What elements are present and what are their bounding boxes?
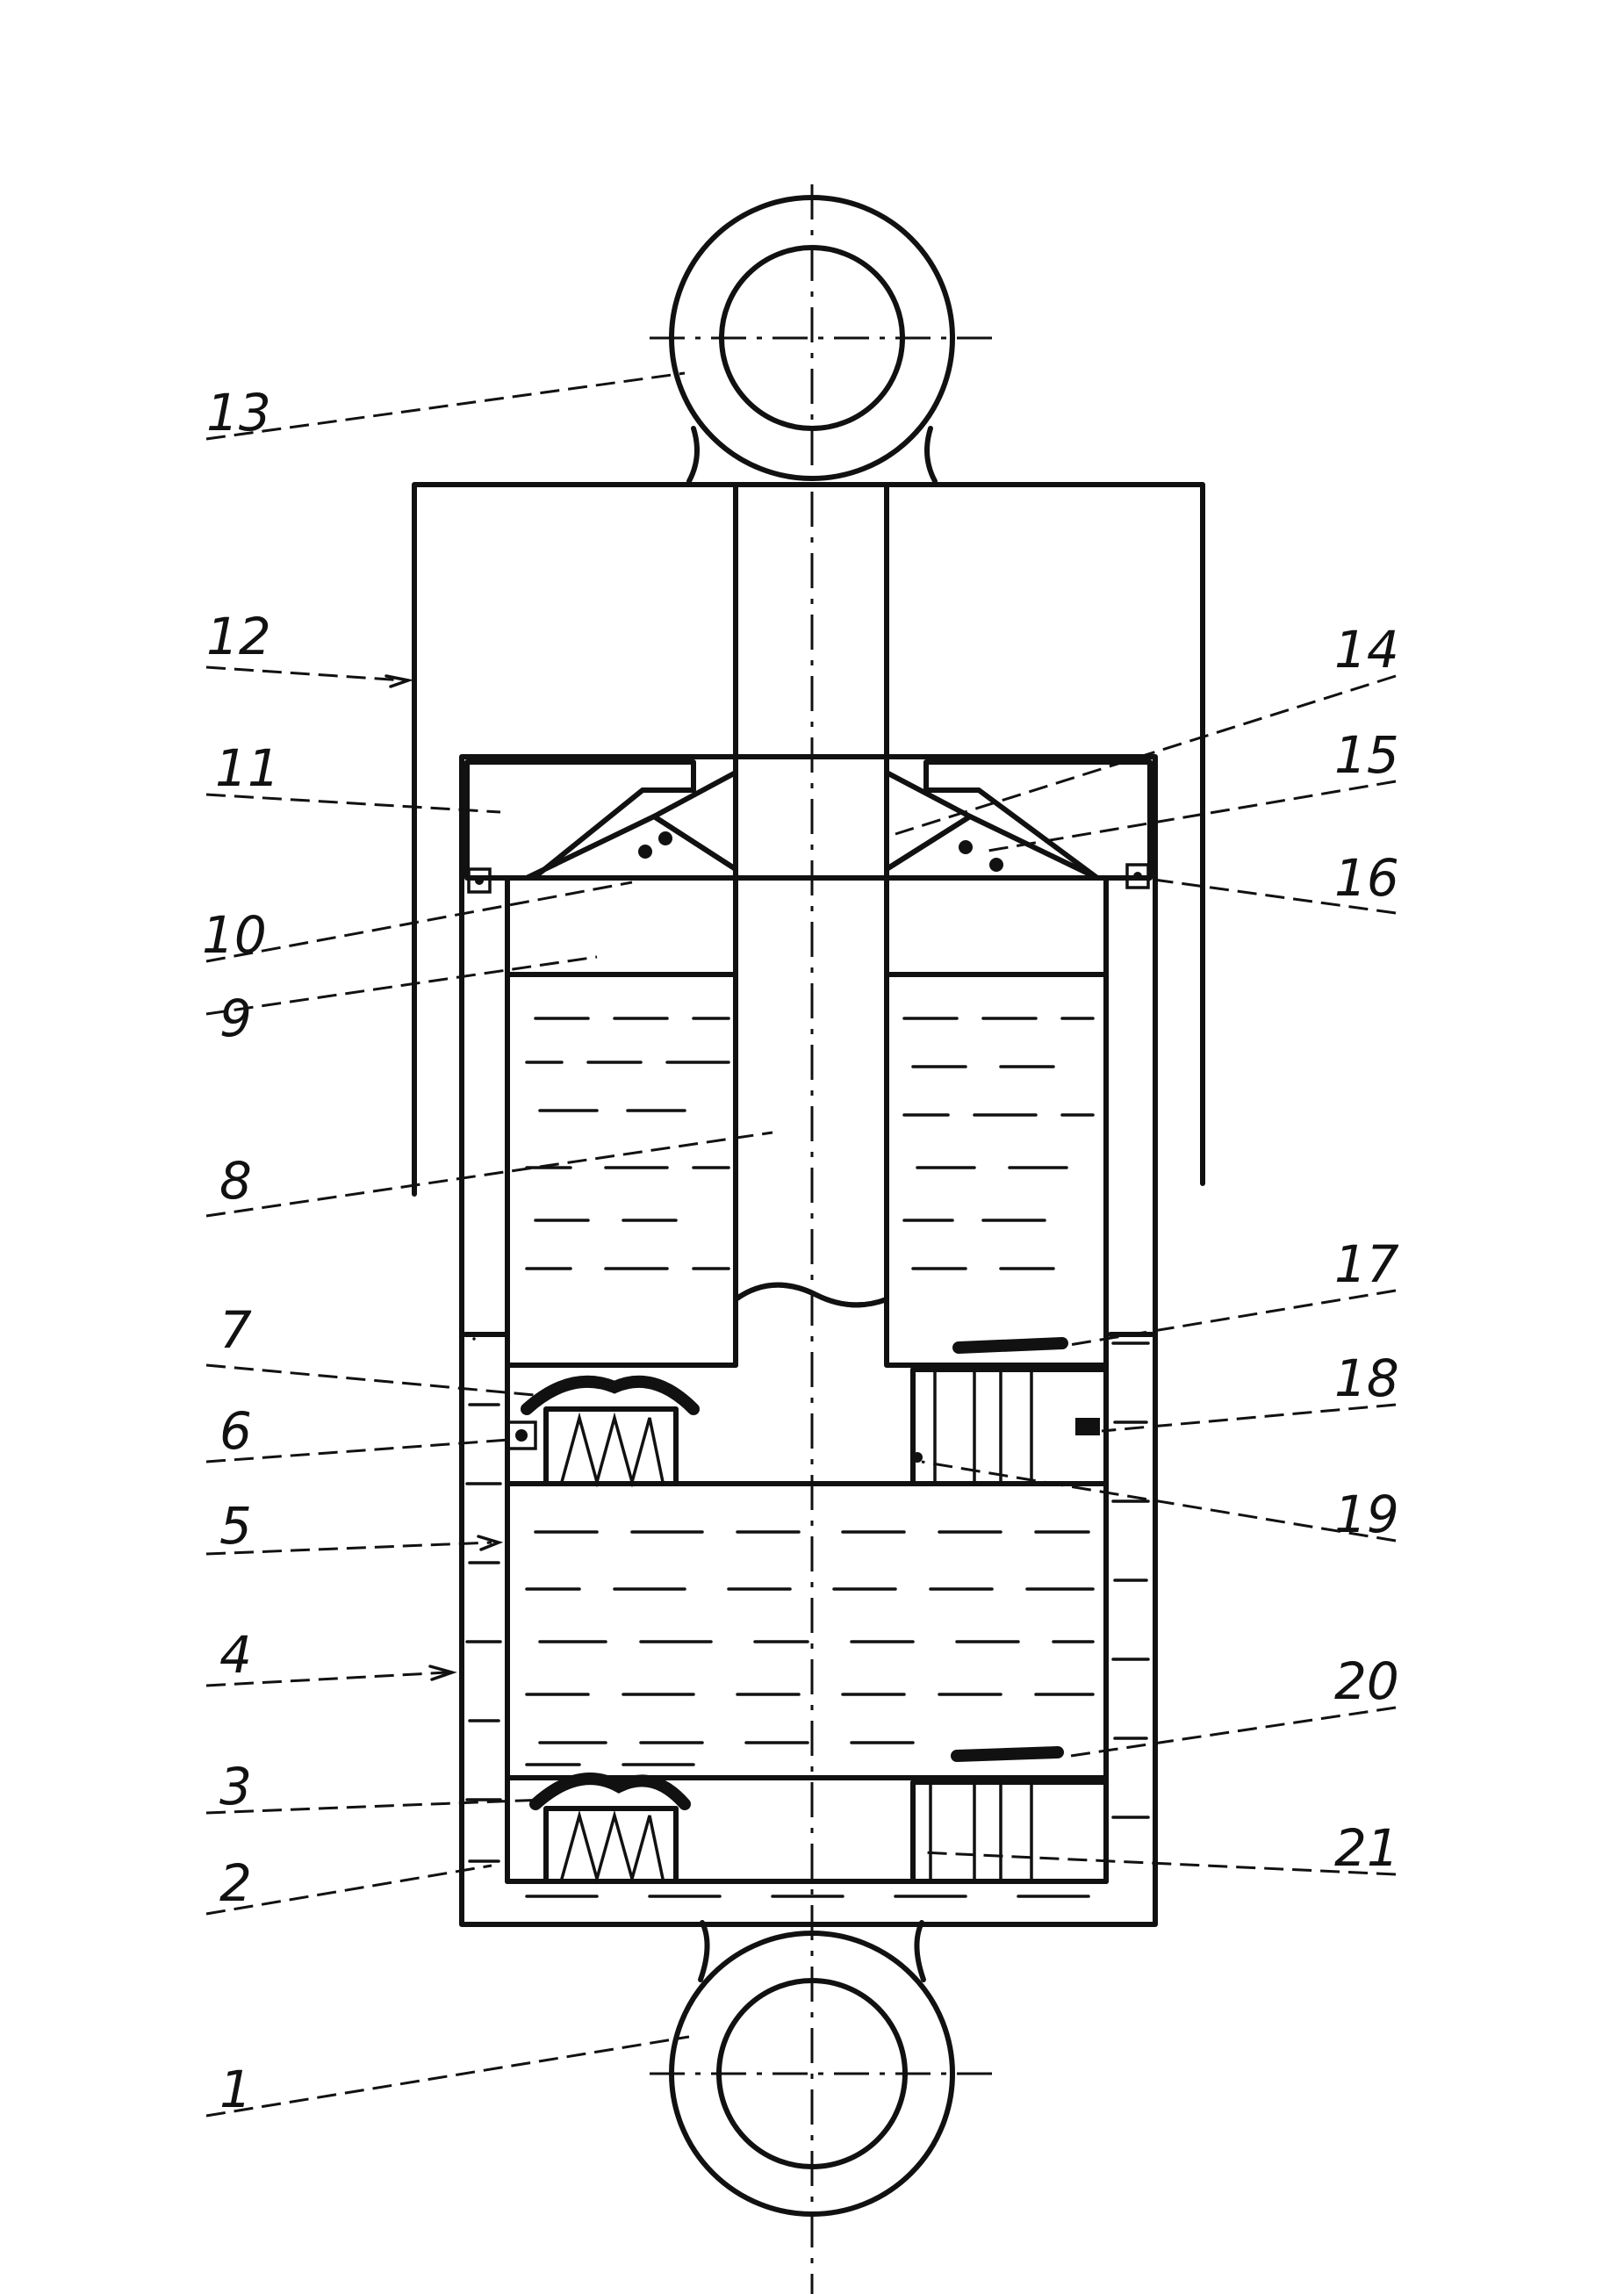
lower-chamber-fluid [525,1530,1095,1766]
base-valve [505,1746,1109,1885]
callout-21: 21 [1334,1818,1399,1878]
callout-8: 8 [219,1151,252,1211]
callout-20: 20 [1334,1651,1399,1711]
callout-18: 18 [1334,1348,1399,1408]
o-ring-seals [467,863,1150,894]
callout-9: 9 [219,989,252,1048]
callout-10: 10 [202,905,267,965]
callout-14: 14 [1334,620,1399,680]
rod-bushing [505,875,1109,977]
callout-5: 5 [219,1496,252,1556]
piston-compression-valve [506,1375,700,1488]
callout-19: 19 [1334,1485,1399,1544]
dust-cover [412,482,1205,1197]
callout-3: 3 [219,1757,252,1816]
callout-labels: 13 12 11 10 9 8 7 6 5 4 3 2 1 14 15 16 1… [202,383,1399,2119]
callout-1: 1 [219,2060,252,2119]
callout-16: 16 [1334,848,1399,908]
callout-11: 11 [215,738,280,798]
callout-17: 17 [1334,1234,1399,1294]
callout-12: 12 [206,607,271,666]
callout-2: 2 [219,1853,252,1913]
callout-7: 7 [219,1300,252,1360]
outer-tube [459,754,1158,1927]
top-eye [650,195,1001,484]
leader-lines [205,371,1397,2118]
upper-chamber-fluid [525,1017,1095,1270]
callout-15: 15 [1334,725,1399,785]
seal-cavity [524,814,1100,881]
callout-6: 6 [219,1401,252,1461]
piston [505,1282,1109,1486]
rod-guide-head [464,759,1153,881]
callout-13: 13 [206,383,271,442]
callout-4: 4 [219,1625,252,1685]
piston-rebound-valve [910,1337,1109,1486]
reservoir-fluid [465,1333,1150,1898]
bottom-eye [650,1920,1001,2217]
